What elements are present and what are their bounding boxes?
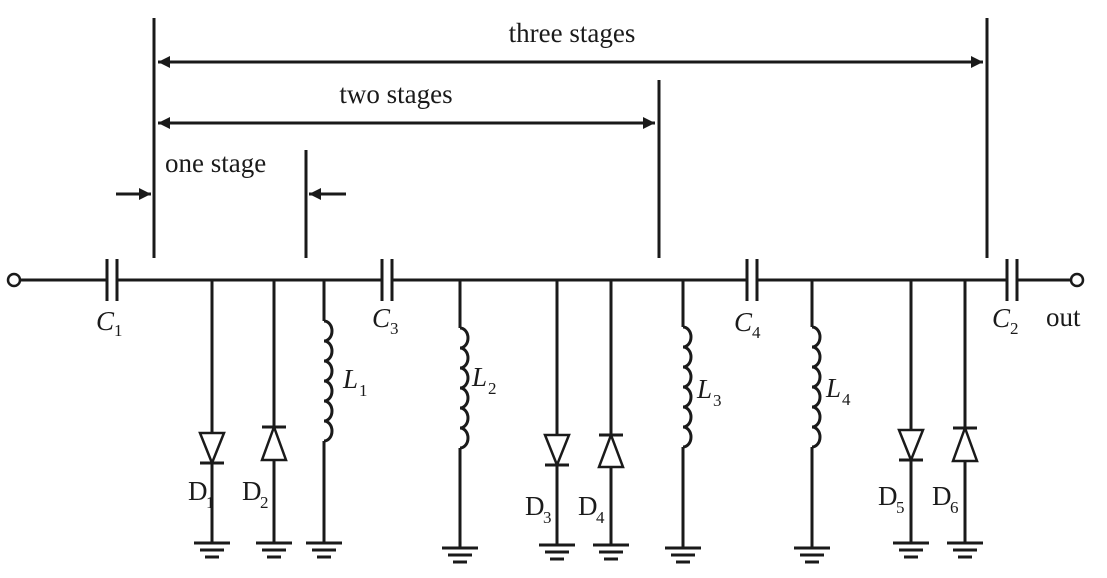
capacitor-c4: C 4 (734, 259, 761, 342)
output-label: out (1046, 302, 1081, 332)
diode-d3: D 3 (525, 280, 575, 561)
inductor-l4-letter: L (825, 373, 841, 403)
capacitor-c1-sub: 1 (114, 321, 123, 340)
diode-d1-letter: D (188, 476, 208, 506)
diode-d3-letter: D (525, 491, 545, 521)
capacitor-c3: C 3 (372, 259, 399, 338)
diode-d4-sub: 4 (596, 508, 605, 527)
diode-d6-letter: D (932, 481, 952, 511)
diode-d5-sub: 5 (896, 498, 905, 517)
inductor-l4-sub: 4 (842, 390, 851, 409)
inductor-l1-letter: L (342, 364, 358, 394)
capacitor-c4-letter: C (734, 307, 753, 337)
diode-d1: D 1 (188, 280, 230, 559)
three-stages-label: three stages (509, 18, 636, 48)
diode-d1-sub: 1 (206, 493, 215, 512)
output-terminal (1069, 272, 1085, 288)
inductor-l1: L 1 (306, 280, 368, 559)
one-stage-label: one stage (165, 148, 266, 178)
capacitor-c2-letter: C (992, 303, 1011, 333)
capacitor-c4-sub: 4 (752, 323, 761, 342)
main-line (6, 272, 1085, 288)
two-stages-label: two stages (339, 79, 452, 109)
diode-d2-letter: D (242, 476, 262, 506)
diode-d5-letter: D (878, 481, 898, 511)
input-terminal (6, 272, 22, 288)
diode-d6-sub: 6 (950, 498, 959, 517)
capacitor-c3-letter: C (372, 303, 391, 333)
inductor-l2: L 2 (442, 280, 497, 564)
stage-markers: three stages two stages one stage (116, 18, 989, 258)
capacitor-c3-sub: 3 (390, 319, 399, 338)
inductor-l3: L 3 (665, 280, 722, 564)
diode-d4: D 4 (578, 280, 629, 561)
diode-d2-sub: 2 (260, 493, 269, 512)
capacitor-c1: C 1 (96, 259, 123, 340)
diode-d2: D 2 (242, 280, 292, 559)
inductor-l1-sub: 1 (359, 381, 368, 400)
inductor-l3-letter: L (696, 374, 712, 404)
diode-d4-letter: D (578, 491, 598, 521)
inductor-l2-letter: L (471, 362, 487, 392)
inductor-l4: L 4 (794, 280, 851, 564)
diode-d5: D 5 (878, 280, 929, 559)
capacitor-c1-letter: C (96, 306, 115, 336)
inductor-l2-sub: 2 (488, 379, 497, 398)
inductor-l3-sub: 3 (713, 391, 722, 410)
capacitor-c2: C 2 (992, 259, 1019, 338)
capacitor-c2-sub: 2 (1010, 319, 1019, 338)
diode-d6: D 6 (932, 280, 983, 559)
diode-d3-sub: 3 (543, 508, 552, 527)
